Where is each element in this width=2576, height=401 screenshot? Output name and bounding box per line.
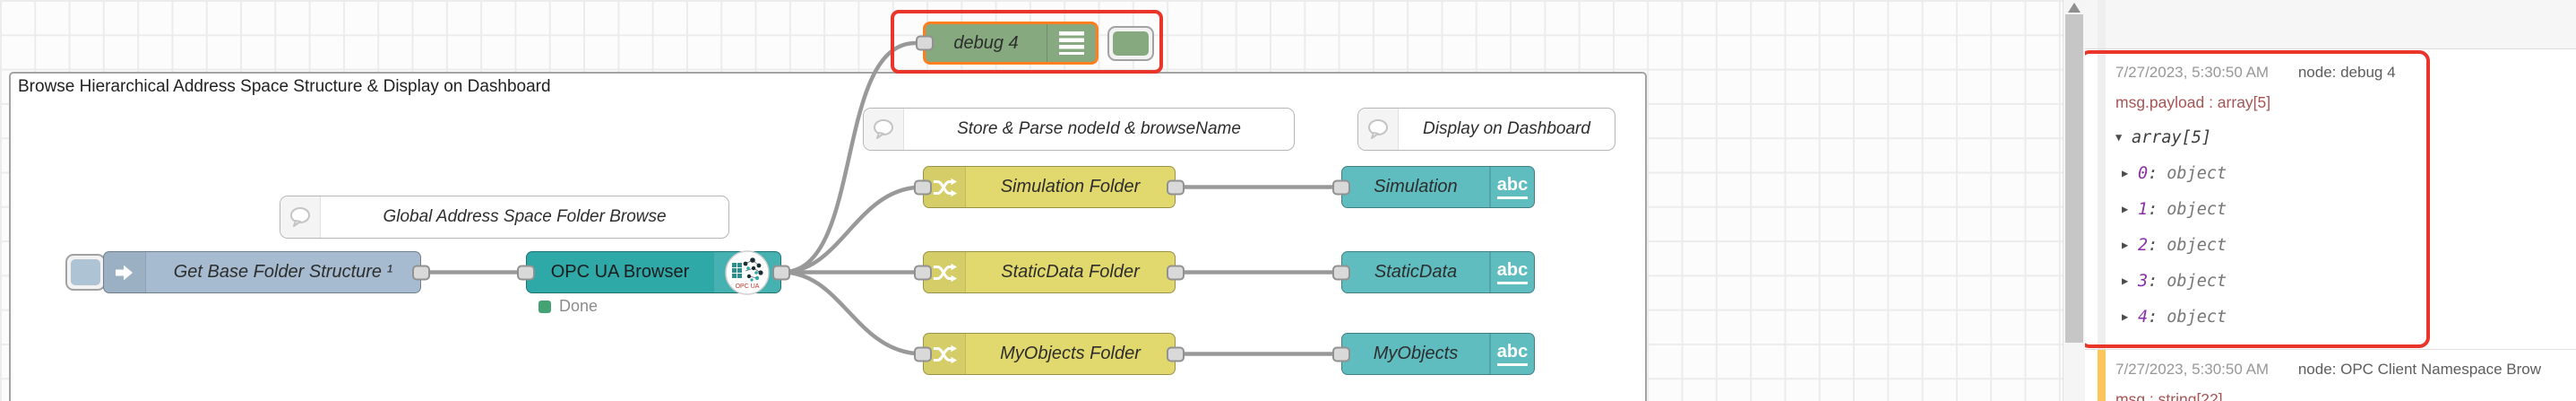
payload-tree: ▼ array[5] ▶ 0:object ▶ 1:object ▶ 2:obj… — [2115, 119, 2576, 335]
ui-text-node-myobjects[interactable]: MyObjects abc — [1332, 333, 1535, 375]
switch-output-port[interactable] — [1167, 346, 1185, 362]
switch-node-label: Simulation Folder — [1000, 177, 1141, 196]
tree-item-row[interactable]: ▶ 0:object — [2122, 163, 2227, 183]
ui-text-node-staticdata[interactable]: StaticData abc — [1332, 251, 1535, 293]
comment-bubble-icon — [280, 196, 321, 238]
switch-input-port[interactable] — [914, 265, 932, 280]
message-summary: msg : string[22] — [2115, 390, 2223, 401]
tree-item-row[interactable]: ▶ 2:object — [2122, 235, 2227, 255]
status-text: Done — [559, 297, 599, 315]
ui-input-port[interactable] — [1332, 265, 1350, 280]
status-dot-icon — [538, 300, 551, 313]
debug-node[interactable]: debug 4 — [916, 22, 1098, 65]
debug-message-1[interactable]: 7/27/2023, 5:30:50 AM node: debug 4 msg.… — [2085, 49, 2576, 349]
switch-node-myobjects[interactable]: MyObjects Folder — [914, 333, 1185, 375]
opcua-badge-icon: OPC UA — [713, 249, 780, 295]
group-label: Browse Hierarchical Address Space Struct… — [18, 77, 551, 96]
comment-label: Display on Dashboard — [1423, 119, 1590, 138]
debug-sidebar: 7/27/2023, 5:30:50 AM node: debug 4 msg.… — [2085, 0, 2576, 401]
message-node-name: node: OPC Client Namespace Brow — [2297, 361, 2542, 378]
expand-icon[interactable]: ▶ — [2122, 310, 2129, 323]
tree-item-row[interactable]: ▶ 1:object — [2122, 199, 2227, 219]
switch-input-port[interactable] — [914, 179, 932, 195]
message-strip — [2098, 350, 2106, 401]
abc-text-icon: abc — [1489, 334, 1534, 374]
abc-text-icon: abc — [1489, 252, 1534, 292]
switch-node-label: MyObjects Folder — [1000, 344, 1141, 363]
inject-arrow-icon — [104, 252, 146, 292]
debug-list-icon — [1047, 24, 1096, 62]
ui-text-label: StaticData — [1374, 262, 1458, 282]
message-meta: 7/27/2023, 5:30:50 AM node: OPC Client N… — [2115, 361, 2576, 379]
comment-node-global-browse[interactable]: Global Address Space Folder Browse — [280, 196, 729, 239]
comment-bubble-icon — [1358, 109, 1399, 150]
inject-trigger-button[interactable] — [65, 254, 106, 291]
collapse-icon[interactable]: ▼ — [2115, 131, 2123, 144]
message-meta: 7/27/2023, 5:30:50 AM node: debug 4 — [2115, 64, 2576, 82]
debug-message-2[interactable]: 7/27/2023, 5:30:50 AM node: OPC Client N… — [2085, 349, 2576, 401]
abc-text-icon: abc — [1489, 167, 1534, 207]
message-summary: msg.payload : array[5] — [2115, 93, 2271, 111]
expand-icon[interactable]: ▶ — [2122, 167, 2129, 179]
debug-input-port[interactable] — [916, 35, 934, 51]
wires — [418, 40, 1344, 356]
message-strip — [2098, 0, 2106, 48]
expand-icon[interactable]: ▶ — [2122, 203, 2129, 215]
ui-input-port[interactable] — [1332, 346, 1350, 362]
ui-text-label: Simulation — [1374, 177, 1458, 196]
inject-node[interactable]: Get Base Folder Structure ¹ — [103, 251, 430, 293]
opcua-output-port[interactable] — [772, 265, 790, 280]
opcua-browser-label: OPC UA Browser — [550, 262, 690, 282]
opcua-input-port[interactable] — [517, 265, 535, 280]
expand-icon[interactable]: ▶ — [2122, 275, 2129, 287]
ui-text-node-simulation[interactable]: Simulation abc — [1332, 166, 1535, 208]
scrollbar-thumb[interactable] — [2065, 14, 2083, 343]
ui-input-port[interactable] — [1332, 179, 1350, 195]
comment-label: Store & Parse nodeId & browseName — [957, 119, 1241, 138]
debug-toggle-fill — [1113, 31, 1149, 56]
tree-item-row[interactable]: ▶ 4:object — [2122, 307, 2227, 327]
switch-node-staticdata[interactable]: StaticData Folder — [914, 251, 1185, 293]
switch-output-port[interactable] — [1167, 179, 1185, 195]
comment-bubble-icon — [864, 109, 904, 150]
message-node-name: node: debug 4 — [2297, 64, 2396, 81]
switch-node-label: StaticData Folder — [1001, 262, 1140, 282]
debug-enable-toggle[interactable] — [1107, 26, 1154, 61]
tree-item-row[interactable]: ▶ 3:object — [2122, 271, 2227, 291]
ui-text-label: MyObjects — [1373, 344, 1459, 363]
svg-text:OPC UA: OPC UA — [736, 283, 760, 290]
message-timestamp: 7/27/2023, 5:30:50 AM — [2115, 64, 2270, 81]
debug-node-label: debug 4 — [953, 32, 1019, 53]
inject-output-port[interactable] — [412, 265, 430, 280]
flow-canvas[interactable]: Browse Hierarchical Address Space Struct… — [0, 0, 2063, 401]
inject-button-fill — [71, 259, 100, 285]
message-timestamp: 7/27/2023, 5:30:50 AM — [2115, 361, 2270, 378]
comment-node-display-dashboard[interactable]: Display on Dashboard — [1357, 108, 1615, 151]
switch-output-port[interactable] — [1167, 265, 1185, 280]
scroll-up-icon[interactable] — [2068, 3, 2081, 13]
tree-root-row[interactable]: ▼ array[5] — [2115, 127, 2212, 147]
canvas-vscrollbar[interactable] — [2063, 0, 2085, 401]
switch-shuffle-icon — [924, 167, 966, 207]
expand-icon[interactable]: ▶ — [2122, 239, 2129, 251]
switch-node-simulation[interactable]: Simulation Folder — [914, 166, 1185, 208]
switch-input-port[interactable] — [914, 346, 932, 362]
previous-message-remnant — [2085, 0, 2576, 49]
opcua-browser-node[interactable]: OPC UA Browser — [517, 249, 790, 295]
comment-node-store-parse[interactable]: Store & Parse nodeId & browseName — [863, 108, 1295, 151]
opcua-node-status: Done — [538, 297, 598, 316]
inject-node-label: Get Base Folder Structure ¹ — [173, 262, 393, 282]
comment-label: Global Address Space Folder Browse — [383, 207, 667, 226]
message-strip — [2098, 49, 2106, 349]
